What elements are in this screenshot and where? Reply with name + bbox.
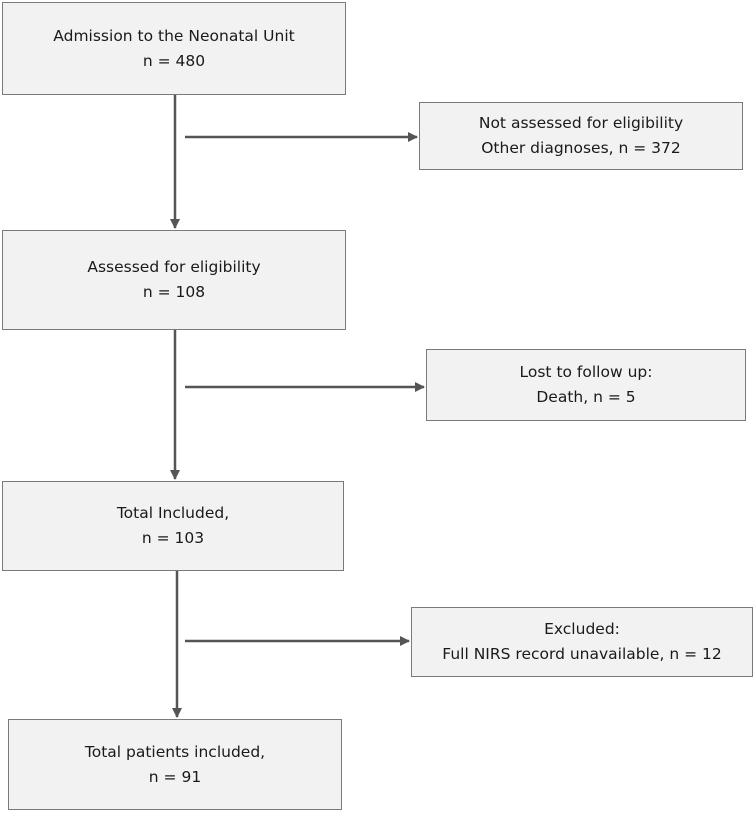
not-assessed-label: Not assessed for eligibility (478, 114, 684, 132)
assessed-label: Assessed for eligibility (87, 258, 261, 276)
box-excluded: Excluded: Full NIRS record unavailable, … (411, 607, 753, 677)
admission-count: n = 480 (142, 51, 206, 70)
total-included-label: Total Included, (116, 504, 230, 522)
assessed-count: n = 108 (142, 283, 206, 301)
box-total-included: Total Included, n = 103 (2, 481, 344, 571)
not-assessed-count: Other diagnoses, n = 372 (481, 139, 681, 157)
lost-follow-up-count: Death, n = 5 (536, 388, 636, 406)
box-assessed: Assessed for eligibility n = 108 (2, 230, 346, 330)
excluded-label: Excluded: (544, 620, 620, 638)
excluded-count: Full NIRS record unavailable, n = 12 (442, 645, 722, 663)
box-total-patients-included: Total patients included, n = 91 (8, 719, 342, 810)
lost-follow-up-label: Lost to follow up: (519, 363, 653, 381)
total-patients-label: Total patients included, (84, 742, 266, 761)
admission-label: Admission to the Neonatal Unit (53, 26, 295, 45)
box-admission: Admission to the Neonatal Unit n = 480 (2, 2, 346, 95)
total-included-count: n = 103 (141, 529, 205, 547)
box-lost-follow-up: Lost to follow up: Death, n = 5 (426, 349, 746, 421)
box-not-assessed: Not assessed for eligibility Other diagn… (419, 102, 743, 170)
total-patients-count: n = 91 (148, 767, 202, 786)
